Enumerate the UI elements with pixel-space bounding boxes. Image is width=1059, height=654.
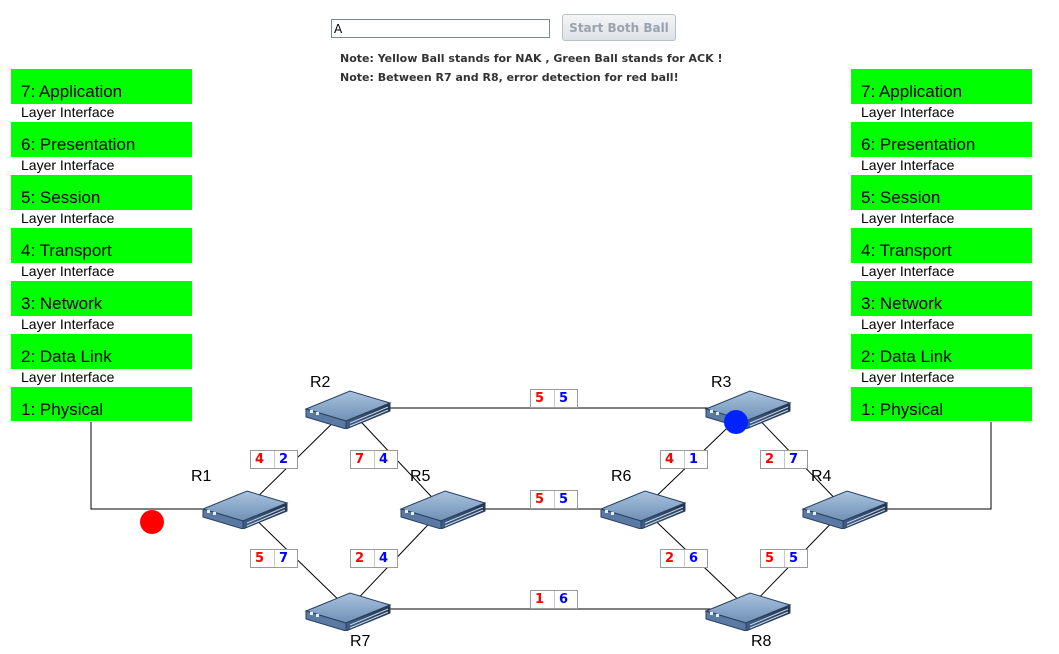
message-input[interactable] <box>331 19 550 38</box>
router-r2[interactable] <box>304 389 392 429</box>
router-r5[interactable] <box>399 489 487 529</box>
router-label-r7: R7 <box>350 633 371 650</box>
weight-red: 2 <box>665 551 675 566</box>
blue-ball <box>724 410 748 434</box>
left-layer-network[interactable]: 3: Network <box>11 281 192 316</box>
weight-red: 5 <box>535 492 545 507</box>
left-layer-transport[interactable]: 4: Transport <box>11 228 192 263</box>
weight-blue: 5 <box>559 492 569 507</box>
left-layer-physical[interactable]: 1: Physical <box>11 387 192 421</box>
router-r3[interactable] <box>704 389 792 429</box>
right-layer-session[interactable]: 5: Session <box>851 175 1032 210</box>
router-r7[interactable] <box>304 591 392 631</box>
left-layer-data-link[interactable]: 2: Data Link <box>11 334 192 369</box>
note-ack-nak: Note: Yellow Ball stands for NAK , Green… <box>340 52 723 65</box>
weight-red: 4 <box>665 452 675 467</box>
weight-blue: 6 <box>689 551 699 566</box>
left-layer-session[interactable]: 5: Session <box>11 175 192 210</box>
left-interface-presentation: Layer Interface <box>11 157 192 175</box>
weight-blue: 7 <box>279 551 289 566</box>
right-layer-presentation[interactable]: 6: Presentation <box>851 122 1032 157</box>
right-osi-stack: 7: Application Layer Interface 6: Presen… <box>851 69 1032 421</box>
left-interface-transport: Layer Interface <box>11 263 192 281</box>
weight-blue: 5 <box>789 551 799 566</box>
router-r1[interactable] <box>201 489 289 529</box>
left-interface-data-link: Layer Interface <box>11 369 192 387</box>
right-interface-application: Layer Interface <box>851 104 1032 122</box>
left-interface-network: Layer Interface <box>11 316 192 334</box>
router-r8[interactable] <box>704 591 792 631</box>
router-label-r1: R1 <box>191 468 212 485</box>
right-interface-session: Layer Interface <box>851 210 1032 228</box>
weight-red: 2 <box>355 551 365 566</box>
weight-red: 2 <box>765 452 775 467</box>
weight-blue: 7 <box>789 452 799 467</box>
router-label-r6: R6 <box>611 468 632 485</box>
weight-red: 1 <box>535 592 545 607</box>
right-interface-network: Layer Interface <box>851 316 1032 334</box>
weight-red: 5 <box>765 551 775 566</box>
router-r6[interactable] <box>599 489 687 529</box>
weight-blue: 4 <box>379 551 389 566</box>
weight-blue: 1 <box>689 452 699 467</box>
weight-red: 5 <box>255 551 265 566</box>
weight-red: 7 <box>355 452 365 467</box>
weight-blue: 5 <box>559 391 569 406</box>
right-interface-transport: Layer Interface <box>851 263 1032 281</box>
right-layer-data-link[interactable]: 2: Data Link <box>851 334 1032 369</box>
note-error-detection: Note: Between R7 and R8, error detection… <box>340 71 679 84</box>
left-interface-session: Layer Interface <box>11 210 192 228</box>
left-layer-application[interactable]: 7: Application <box>11 69 192 104</box>
left-osi-stack: 7: Application Layer Interface 6: Presen… <box>11 69 192 421</box>
router-label-r2: R2 <box>310 374 331 391</box>
router-label-r8: R8 <box>751 633 772 650</box>
weight-red: 5 <box>535 391 545 406</box>
start-both-ball-button[interactable]: Start Both Ball <box>562 14 676 41</box>
right-layer-transport[interactable]: 4: Transport <box>851 228 1032 263</box>
right-interface-presentation: Layer Interface <box>851 157 1032 175</box>
weight-blue: 4 <box>379 452 389 467</box>
link-host-left-r1 <box>90 422 245 510</box>
right-layer-application[interactable]: 7: Application <box>851 69 1032 104</box>
left-interface-application: Layer Interface <box>11 104 192 122</box>
right-layer-network[interactable]: 3: Network <box>851 281 1032 316</box>
weight-blue: 2 <box>279 452 289 467</box>
link-r4-host-right <box>845 422 992 510</box>
right-interface-data-link: Layer Interface <box>851 369 1032 387</box>
red-ball <box>140 510 164 534</box>
router-r4[interactable] <box>801 489 889 529</box>
weight-red: 4 <box>255 452 265 467</box>
router-label-r3: R3 <box>711 374 732 391</box>
router-label-r4: R4 <box>811 468 832 485</box>
right-layer-physical[interactable]: 1: Physical <box>851 387 1032 421</box>
router-label-r5: R5 <box>410 468 431 485</box>
weight-blue: 6 <box>559 592 569 607</box>
left-layer-presentation[interactable]: 6: Presentation <box>11 122 192 157</box>
